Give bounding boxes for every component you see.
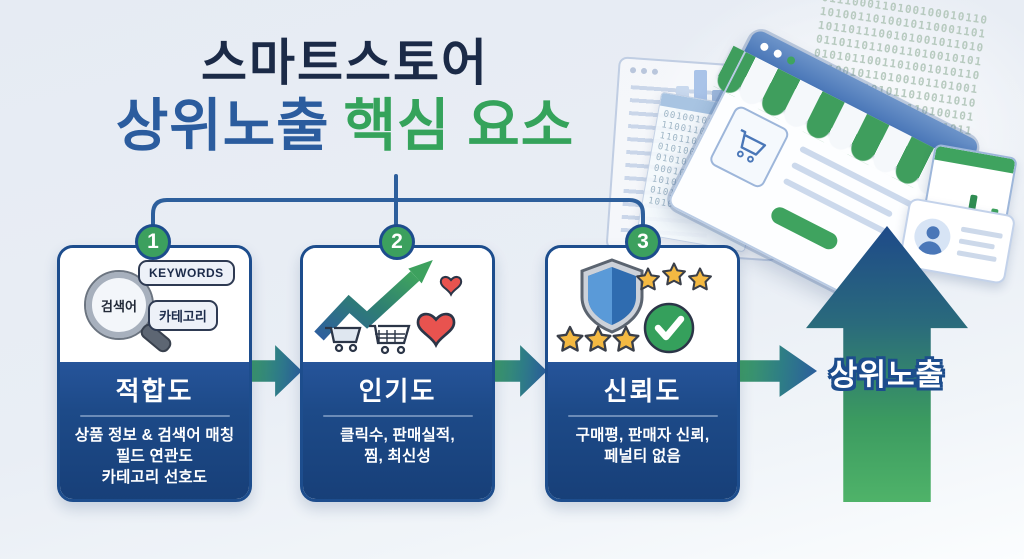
category-pill: 카테고리 bbox=[148, 300, 218, 331]
divider bbox=[322, 415, 473, 417]
step-card-trust: 신뢰도 구매평, 판매자 신뢰, 페널티 없음 bbox=[545, 245, 740, 502]
card-icon-area: 검색어 KEYWORDS 카테고리 bbox=[60, 248, 249, 362]
divider bbox=[567, 415, 718, 417]
card-icon-area bbox=[548, 248, 737, 362]
binary-code-panel-text: 00100101101001011100 1100110101111001110… bbox=[647, 109, 770, 229]
heart-icon bbox=[416, 312, 456, 349]
divider bbox=[79, 415, 230, 417]
shopping-cart-icon bbox=[736, 128, 767, 163]
heart-icon bbox=[439, 275, 463, 297]
title-keyword-blue: 상위노출 bbox=[115, 94, 330, 158]
arrow-right-icon bbox=[246, 345, 302, 397]
cart-tile bbox=[707, 103, 791, 190]
card-description: 클릭수, 판매실적, 찜, 최신성 bbox=[340, 427, 455, 465]
window-dot-icon bbox=[785, 55, 797, 66]
step-badge-1: 1 bbox=[135, 224, 171, 260]
trend-carts-hearts-icon bbox=[314, 259, 463, 355]
step-card-popularity: 인기도 클릭수, 판매실적, 찜, 최신성 bbox=[300, 245, 495, 502]
card-text-area: 적합도 상품 정보 & 검색어 매칭 필드 연관도 카테고리 선호도 bbox=[60, 362, 249, 499]
person-icon bbox=[916, 226, 943, 257]
title-keyword-green: 핵심 요소 bbox=[343, 94, 575, 158]
card-description: 상품 정보 & 검색어 매칭 필드 연관도 카테고리 선호도 bbox=[74, 427, 235, 486]
title-line1: 스마트스토어 bbox=[201, 35, 489, 91]
card-text-area: 인기도 클릭수, 판매실적, 찜, 최신성 bbox=[303, 362, 492, 499]
browser-titlebar bbox=[744, 28, 981, 166]
card-title: 인기도 bbox=[358, 376, 437, 406]
card-title: 적합도 bbox=[115, 376, 194, 406]
text-line bbox=[782, 177, 894, 239]
step-badge-2: 2 bbox=[379, 224, 415, 260]
keywords-pill: KEYWORDS bbox=[138, 260, 235, 286]
shield-icon bbox=[580, 258, 644, 334]
bar-chart-icon bbox=[929, 175, 1003, 243]
binary-code-background: 0111000110100100010110 10100110100101100… bbox=[799, 0, 989, 180]
profile-text-lines bbox=[955, 226, 1003, 270]
card-icon-area bbox=[303, 248, 492, 362]
chart-panel-header bbox=[934, 145, 1016, 174]
avatar bbox=[911, 215, 954, 258]
arrow-right-icon bbox=[491, 345, 547, 397]
window-dot-icon bbox=[772, 48, 784, 60]
result-label: 상위노출 bbox=[829, 359, 945, 392]
card-description: 구매평, 판매자 신뢰, 페널티 없음 bbox=[575, 427, 710, 465]
text-line bbox=[790, 161, 894, 218]
check-badge-icon bbox=[643, 302, 695, 354]
cart-icon bbox=[325, 326, 362, 353]
window-dot-icon bbox=[758, 41, 770, 53]
store-awning-icon bbox=[718, 45, 975, 199]
analytics-chart-panel bbox=[918, 143, 1018, 255]
panel-header bbox=[659, 92, 769, 125]
magnifier-label: 검색어 bbox=[101, 298, 137, 314]
magnifier-icon: 검색어 bbox=[84, 270, 154, 340]
cart-icon bbox=[369, 324, 411, 355]
shield-stars-check-icon bbox=[556, 258, 712, 354]
text-line bbox=[798, 145, 916, 209]
bar-chart-icon bbox=[676, 58, 746, 112]
green-button bbox=[768, 204, 841, 253]
step-card-relevance: 검색어 KEYWORDS 카테고리 적합도 상품 정보 & 검색어 매칭 필드 … bbox=[57, 245, 252, 502]
step-badge-3: 3 bbox=[625, 224, 661, 260]
card-title: 신뢰도 bbox=[603, 376, 682, 406]
card-text-area: 신뢰도 구매평, 판매자 신뢰, 페널티 없음 bbox=[548, 362, 737, 499]
